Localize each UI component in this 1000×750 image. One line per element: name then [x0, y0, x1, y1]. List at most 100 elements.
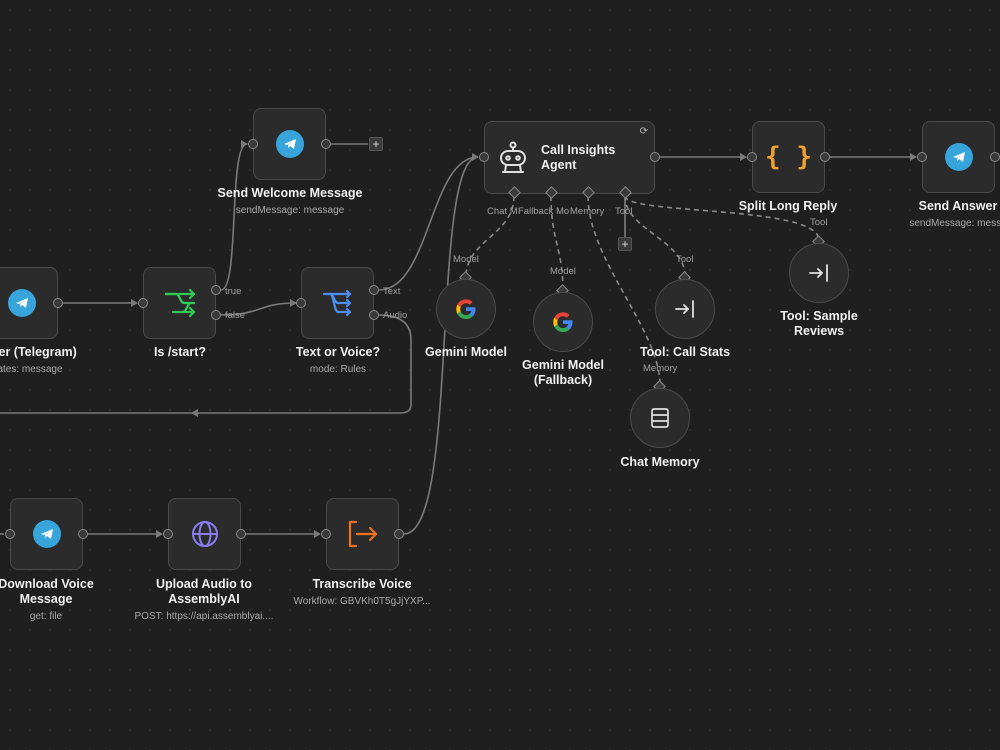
gemini-fallback-title-line1: Gemini Model [522, 358, 604, 372]
call-stats-port-label: Tool [676, 254, 694, 265]
sample-reviews-title-line1: Tool: Sample [780, 309, 858, 323]
arrow-welcome [241, 140, 248, 148]
send-answer-node[interactable] [922, 121, 995, 193]
upload-audio-input-port[interactable] [163, 529, 173, 539]
sample-reviews-port-label: Tool [810, 217, 828, 228]
telegram-icon [8, 289, 36, 317]
tool-label: Tool [615, 206, 633, 217]
is-start-node[interactable] [143, 267, 216, 339]
gemini-fallback-port-label: Model [550, 266, 576, 277]
agent-output-port[interactable] [650, 152, 660, 162]
trigger-title: gger (Telegram) [0, 345, 77, 359]
send-welcome-output-port[interactable] [321, 139, 331, 149]
gemini-model-title: Gemini Model [425, 345, 507, 359]
gemini-model-port-label: Model [453, 254, 479, 265]
is-start-true-port[interactable] [211, 285, 221, 295]
google-icon [553, 312, 573, 332]
switch-icon [322, 289, 351, 317]
download-voice-title-line1: Download Voice [0, 577, 94, 591]
upload-audio-output-port[interactable] [236, 529, 246, 539]
gemini-fallback-node[interactable] [533, 292, 593, 352]
transcribe-input-port[interactable] [321, 529, 331, 539]
database-icon [651, 408, 669, 428]
transcribe-voice-subtitle: Workflow: GBVKh0T5gJjYXP... [293, 596, 431, 607]
agent-node[interactable]: Call Insights Agent ⟳ [484, 121, 655, 194]
audio-label: Audio [383, 310, 408, 321]
download-voice-output-port[interactable] [78, 529, 88, 539]
send-welcome-input-port[interactable] [248, 139, 258, 149]
download-voice-subtitle: get: file [29, 611, 63, 622]
download-voice-input-port[interactable] [5, 529, 15, 539]
memory-label: Memory [570, 206, 605, 217]
arrow-upload [156, 530, 163, 538]
tool-call-stats-title: Tool: Call Stats [639, 345, 731, 359]
arrow-loop [191, 409, 198, 417]
telegram-icon [275, 130, 304, 158]
trigger-subtitle: ates: message [0, 364, 63, 375]
robot-icon [500, 141, 526, 173]
text-output-port[interactable] [369, 285, 379, 295]
upload-audio-title-line1: Upload Audio to [155, 577, 253, 591]
execute-workflow-icon [348, 520, 377, 548]
text-or-voice-node[interactable] [301, 267, 374, 339]
send-answer-output-port[interactable] [990, 152, 1000, 162]
telegram-icon [944, 143, 973, 171]
download-voice-title-line2: Message [19, 592, 73, 606]
arrow-transcribe [314, 530, 321, 538]
gemini-model-node[interactable] [436, 279, 496, 339]
wire-text-to-agent [378, 156, 479, 291]
trigger-output-port[interactable] [53, 298, 63, 308]
tool-arrow-icon [809, 264, 828, 282]
text-label: Text [383, 286, 401, 297]
upload-audio-title-line2: AssemblyAI [168, 592, 240, 606]
transcribe-voice-node[interactable] [326, 498, 399, 570]
text-or-voice-title: Text or Voice? [295, 345, 381, 359]
is-start-title: Is /start? [153, 345, 207, 359]
tool-call-stats-node[interactable] [655, 279, 715, 339]
split-long-reply-title: Split Long Reply [738, 199, 838, 213]
split-output-port[interactable] [820, 152, 830, 162]
wire-true-to-welcome [220, 143, 248, 291]
transcribe-voice-title: Transcribe Voice [312, 577, 412, 591]
text-or-voice-subtitle: mode: Rules [309, 364, 367, 375]
agent-input-port[interactable] [479, 152, 489, 162]
send-answer-input-port[interactable] [917, 152, 927, 162]
chat-memory-node[interactable] [630, 388, 690, 448]
gemini-fallback-title-line2: (Fallback) [533, 373, 593, 387]
arrow-answer [910, 153, 917, 161]
trigger-node[interactable] [0, 267, 58, 339]
tool-sample-reviews-node[interactable] [789, 243, 849, 303]
arrow-split [740, 153, 747, 161]
chat-model-label: Chat M [487, 206, 518, 217]
send-answer-subtitle: sendMessage: messa [909, 218, 1000, 229]
is-start-input-port[interactable] [138, 298, 148, 308]
split-long-reply-node[interactable]: { } [752, 121, 825, 193]
agent-title: Call Insights Agent [541, 142, 616, 172]
send-welcome-title: Send Welcome Message [217, 186, 363, 200]
telegram-icon [32, 520, 61, 548]
audio-output-port[interactable] [369, 310, 379, 320]
tool-arrow-icon [675, 300, 694, 318]
globe-icon [191, 521, 218, 547]
if-icon [164, 288, 195, 318]
download-voice-node[interactable] [10, 498, 83, 570]
arrow-agent [472, 153, 479, 161]
fallback-model-label: Fallback Mo [518, 206, 570, 217]
add-tool-button[interactable]: + [618, 237, 632, 251]
chat-memory-title: Chat Memory [620, 455, 700, 469]
chat-memory-port-label: Memory [643, 363, 678, 374]
text-or-voice-input-port[interactable] [296, 298, 306, 308]
upload-audio-node[interactable] [168, 498, 241, 570]
is-start-false-port[interactable] [211, 310, 221, 320]
refresh-icon[interactable]: ⟳ [639, 126, 648, 137]
upload-audio-subtitle: POST: https://api.assemblyai.... [134, 611, 274, 622]
split-input-port[interactable] [747, 152, 757, 162]
false-label: false [225, 310, 246, 321]
transcribe-output-port[interactable] [394, 529, 404, 539]
arrow-isstart [131, 299, 138, 307]
code-braces-icon: { } [765, 142, 812, 172]
add-node-button[interactable]: + [369, 137, 383, 151]
send-welcome-node[interactable] [253, 108, 326, 180]
